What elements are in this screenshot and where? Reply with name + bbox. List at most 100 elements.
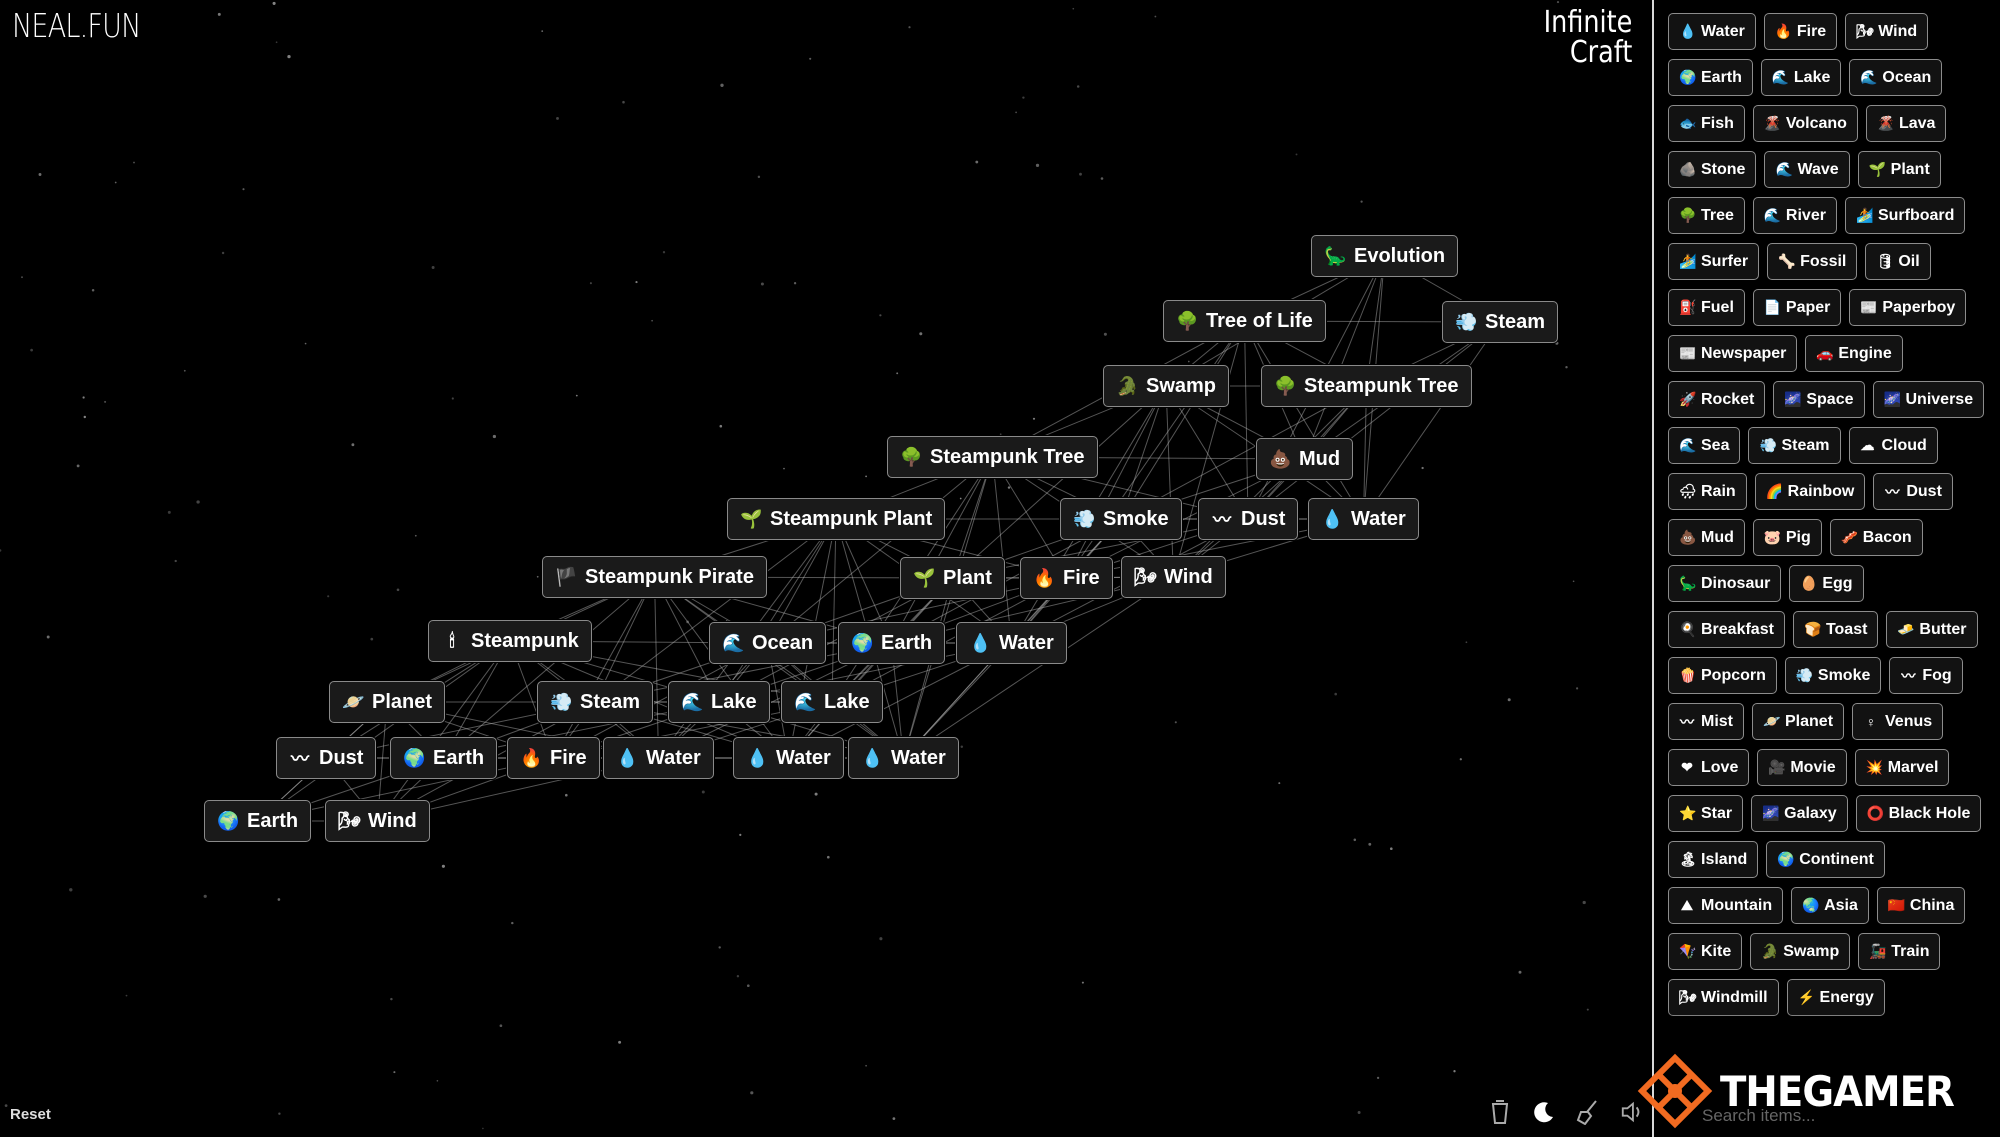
canvas-element[interactable]: 🌍Earth (838, 622, 946, 664)
sidebar-item[interactable]: 🌌Galaxy (1751, 795, 1848, 832)
sidebar-item[interactable]: 🦕Dinosaur (1668, 565, 1782, 602)
sidebar-item[interactable]: 🌊Lake (1760, 59, 1842, 96)
sidebar-item[interactable]: 🌱Plant (1857, 151, 1941, 188)
canvas-element[interactable]: 🪐Planet (329, 681, 446, 723)
sidebar-item[interactable]: 🌋Lava (1865, 105, 1947, 142)
sidebar-item[interactable]: 🛢Oil (1865, 243, 1931, 280)
sidebar-item[interactable]: 💥Marvel (1854, 749, 1950, 786)
sidebar-item[interactable]: 🌌Universe (1872, 381, 1985, 418)
sidebar-item[interactable]: ⛽Fuel (1668, 289, 1745, 326)
sidebar-item[interactable]: 🇨🇳China (1876, 887, 1966, 924)
sidebar-item[interactable]: 🚀Rocket (1668, 381, 1766, 418)
canvas-element[interactable]: 💧Water (733, 737, 844, 779)
sidebar-item[interactable]: 💨Smoke (1784, 657, 1882, 694)
canvas-element[interactable]: 🔥Fire (1020, 557, 1113, 599)
canvas-element[interactable]: 🌱Plant (900, 557, 1005, 599)
canvas-element[interactable]: 🌊Lake (781, 681, 883, 723)
canvas-element[interactable]: 💩Mud (1256, 438, 1354, 480)
sidebar-item[interactable]: 🔥Fire (1763, 13, 1838, 50)
sidebar-item[interactable]: 🌊Sea (1668, 427, 1741, 464)
canvas-element[interactable]: 💧Water (848, 737, 959, 779)
cup-icon[interactable] (1488, 1098, 1512, 1126)
sidebar-item[interactable]: 🎥Movie (1757, 749, 1847, 786)
sidebar-item[interactable]: 🌊River (1752, 197, 1837, 234)
sidebar-item[interactable]: 🧈Butter (1886, 611, 1978, 648)
sidebar-item[interactable]: 🌍Earth (1668, 59, 1753, 96)
sidebar-item[interactable]: ❤Love (1668, 749, 1750, 786)
moon-icon[interactable] (1532, 1098, 1556, 1126)
sidebar-item[interactable]: 🏝Island (1668, 841, 1759, 878)
sidebar-item[interactable]: 🚂Train (1858, 933, 1941, 970)
broom-icon[interactable] (1576, 1098, 1600, 1126)
sidebar-item[interactable]: 💧Water (1668, 13, 1756, 50)
canvas-element[interactable]: 💨Steam (1442, 301, 1559, 343)
canvas-element[interactable]: 🐊Swamp (1103, 365, 1230, 407)
speaker-icon[interactable] (1620, 1098, 1644, 1126)
sidebar-item[interactable]: 🪨Stone (1668, 151, 1757, 188)
sidebar-item[interactable]: 🍞Toast (1792, 611, 1879, 648)
canvas-element[interactable]: 🌱Steampunk Plant (727, 498, 946, 540)
canvas-element[interactable]: 💨Steam (537, 681, 654, 723)
canvas-element[interactable]: 🏴Steampunk Pirate (542, 556, 767, 598)
canvas-element[interactable]: 🌳Steampunk Tree (1261, 365, 1472, 407)
sidebar-item[interactable]: 💩Mud (1668, 519, 1745, 556)
sidebar-item[interactable]: 🚗Engine (1805, 335, 1903, 372)
sidebar-item[interactable]: 📄Paper (1752, 289, 1842, 326)
sidebar-item[interactable]: 〰Fog (1889, 657, 1963, 694)
sidebar-item[interactable]: ☁Cloud (1848, 427, 1938, 464)
sidebar-item[interactable]: ♀Venus (1852, 703, 1944, 740)
sidebar-item[interactable]: 🌧Rain (1668, 473, 1747, 510)
sidebar-item[interactable]: ⛰Mountain (1668, 887, 1784, 924)
canvas-element[interactable]: 💧Water (1308, 498, 1419, 540)
canvas-element[interactable]: 🔥Fire (507, 737, 600, 779)
sidebar-item[interactable]: 📰Paperboy (1849, 289, 1967, 326)
sidebar-item[interactable]: 🌊Ocean (1849, 59, 1943, 96)
canvas-element[interactable]: 🌊Lake (668, 681, 770, 723)
sidebar-item[interactable]: 🌋Volcano (1752, 105, 1858, 142)
sidebar-item[interactable]: 🌊Wave (1764, 151, 1850, 188)
neal-fun-logo[interactable]: NEAL.FUN (12, 6, 141, 45)
sidebar-item[interactable]: 🦴Fossil (1767, 243, 1858, 280)
reset-button[interactable]: Reset (10, 1106, 51, 1123)
canvas-element[interactable]: 🌬Wind (1121, 556, 1226, 598)
canvas-element[interactable]: 🌳Steampunk Tree (887, 436, 1098, 478)
sidebar-item[interactable]: 📰Newspaper (1668, 335, 1798, 372)
sidebar-item[interactable]: 〰Mist (1668, 703, 1744, 740)
canvas-element[interactable]: 💧Water (603, 737, 714, 779)
sidebar-item[interactable]: 🏄Surfer (1668, 243, 1760, 280)
sidebar-item[interactable]: 🥓Bacon (1829, 519, 1923, 556)
sidebar-item[interactable]: 🌳Tree (1668, 197, 1745, 234)
crafting-canvas[interactable]: NEAL.FUN Infinite Craft 🦕Evolution🌳Tree … (0, 0, 1652, 1137)
canvas-element[interactable]: 🦕Evolution (1311, 235, 1459, 277)
sidebar-item[interactable]: 🪁Kite (1668, 933, 1743, 970)
sidebar-item[interactable]: 🏄Surfboard (1844, 197, 1966, 234)
sidebar-item[interactable]: 🥚Egg (1789, 565, 1864, 602)
canvas-element[interactable]: 🌳Tree of Life (1163, 300, 1326, 342)
sidebar-item[interactable]: 🐟Fish (1668, 105, 1745, 142)
canvas-element[interactable]: 🕯Steampunk (428, 620, 592, 662)
canvas-element[interactable]: 〰Dust (276, 737, 377, 779)
sidebar-item[interactable]: 〰Dust (1873, 473, 1953, 510)
sidebar-item[interactable]: 🌌Space (1773, 381, 1865, 418)
canvas-element[interactable]: 💨Smoke (1060, 498, 1182, 540)
sidebar-item[interactable]: 🌬Wind (1845, 13, 1929, 50)
sidebar-item[interactable]: 💨Steam (1748, 427, 1841, 464)
item-sidebar[interactable]: 💧Water🔥Fire🌬Wind 🌍Earth🌊Lake🌊Ocean 🐟Fish🌋V… (1652, 0, 2000, 1137)
sidebar-item[interactable]: 🪐Planet (1752, 703, 1845, 740)
sidebar-item[interactable]: 🌈Rainbow (1754, 473, 1866, 510)
sidebar-item[interactable]: 🍳Breakfast (1668, 611, 1785, 648)
canvas-element[interactable]: 🌬Wind (325, 800, 430, 842)
sidebar-item[interactable]: 🌏Asia (1791, 887, 1869, 924)
canvas-element[interactable]: 〰Dust (1198, 498, 1299, 540)
canvas-element[interactable]: 💧Water (956, 622, 1067, 664)
sidebar-item[interactable]: 🍿Popcorn (1668, 657, 1777, 694)
sidebar-item[interactable]: 🐷Pig (1752, 519, 1822, 556)
canvas-element[interactable]: 🌍Earth (204, 800, 312, 842)
canvas-element[interactable]: 🌊Ocean (709, 622, 827, 664)
sidebar-item[interactable]: 🌍Continent (1766, 841, 1885, 878)
sidebar-item[interactable]: 🐊Swamp (1750, 933, 1851, 970)
search-input[interactable] (1700, 1102, 1994, 1130)
sidebar-item[interactable]: ⭕Black Hole (1855, 795, 1982, 832)
sidebar-item[interactable]: ⭐Star (1668, 795, 1744, 832)
canvas-element[interactable]: 🌍Earth (390, 737, 498, 779)
